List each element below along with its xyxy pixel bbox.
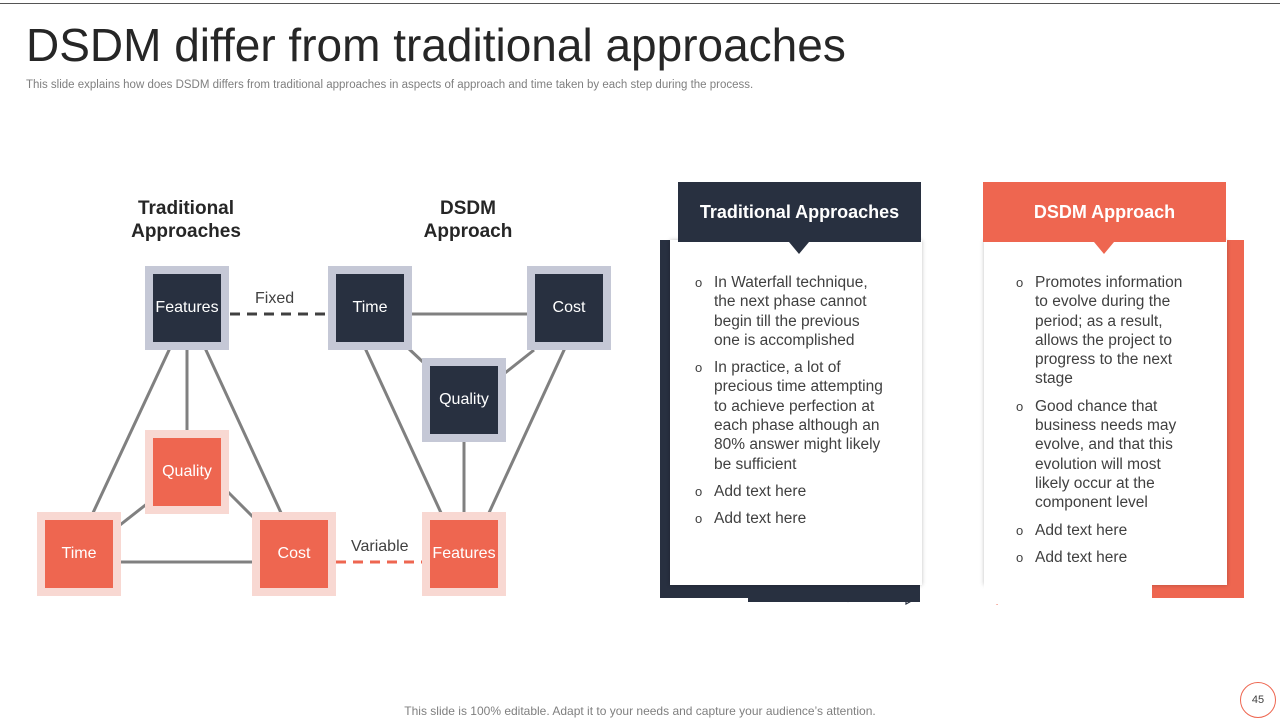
line-time-features (363, 347, 444, 516)
fixed-label: Fixed (255, 290, 295, 307)
bullet-item: Add text here (1016, 521, 1196, 541)
node-label: Quality (430, 366, 498, 434)
line-quality-cost (226, 490, 256, 520)
bullet-item: In practice, a lot of precious time atte… (695, 358, 885, 474)
footer-note: This slide is 100% editable. Adapt it to… (404, 704, 876, 718)
top-rule (0, 3, 1280, 4)
dsdm-time-node: Time (328, 266, 412, 350)
line-time-quality (406, 346, 426, 365)
traditional-header-pointer (789, 242, 809, 254)
dsdm-header-pointer (1094, 242, 1114, 254)
dsdm-features-node: Features (422, 512, 506, 596)
dsdm-bullet-list: Promotes information to evolve during th… (1016, 273, 1196, 575)
bullet-item: Add text here (695, 482, 885, 502)
dsdm-quality-node: Quality (422, 358, 506, 442)
page-number: 45 (1240, 682, 1276, 718)
traditional-heading: Traditional Approaches (131, 198, 241, 242)
traditional-quality-node: Quality (145, 430, 229, 514)
node-label: Features (430, 520, 498, 588)
bullet-item: Add text here (1016, 548, 1196, 568)
slide-title: DSDM differ from traditional approaches (26, 19, 846, 71)
variable-label: Variable (351, 538, 409, 555)
bullet-item: Good chance that business needs may evol… (1016, 397, 1196, 513)
dsdm-heading: DSDM Approach (423, 198, 513, 242)
traditional-card-header: Traditional Approaches (678, 182, 921, 242)
line-cost-quality (504, 348, 535, 375)
traditional-features-node: Features (145, 266, 229, 350)
node-label: Cost (260, 520, 328, 588)
node-label: Features (153, 274, 221, 342)
node-label: Time (336, 274, 404, 342)
line-cost-features (486, 347, 567, 516)
traditional-bullet-list: In Waterfall technique, the next phase c… (695, 273, 885, 537)
traditional-cost-node: Cost (252, 512, 336, 596)
bullet-item: Promotes information to evolve during th… (1016, 273, 1196, 389)
dsdm-cost-node: Cost (527, 266, 611, 350)
slide-subtitle: This slide explains how does DSDM differ… (26, 79, 754, 91)
line-quality-time (119, 501, 149, 527)
line-features-cost (203, 347, 284, 516)
node-label: Quality (153, 438, 221, 506)
bullet-item: Add text here (695, 509, 885, 529)
node-label: Cost (535, 274, 603, 342)
line-features-time (90, 347, 172, 516)
dsdm-card-base (984, 585, 1152, 604)
dsdm-card-header: DSDM Approach (983, 182, 1226, 242)
bullet-item: In Waterfall technique, the next phase c… (695, 273, 885, 350)
node-label: Time (45, 520, 113, 588)
traditional-time-node: Time (37, 512, 121, 596)
dsdm-card-notch (1152, 598, 1244, 604)
traditional-card-notch (660, 598, 748, 604)
